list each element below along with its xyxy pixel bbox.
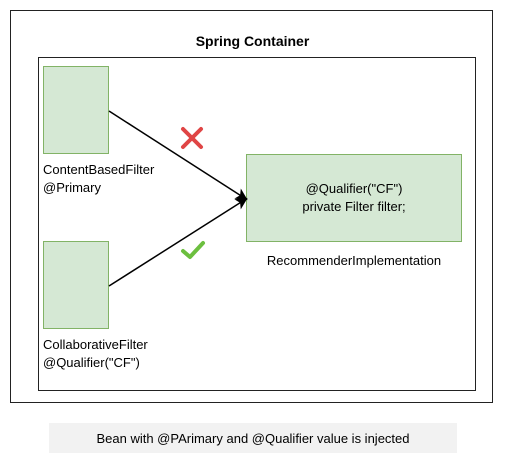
content-based-filter-label: ContentBasedFilter @Primary [43, 161, 154, 197]
diagram-caption: Bean with @PArimary and @Qualifier value… [49, 423, 457, 453]
cross-icon [181, 127, 203, 149]
collaborative-filter-annotation: @Qualifier("CF") [43, 355, 140, 370]
recommender-implementation-box: @Qualifier("CF") private Filter filter; [246, 154, 462, 242]
content-based-filter-box [43, 66, 109, 154]
recommender-implementation-caption: RecommenderImplementation [266, 253, 442, 268]
collaborative-filter-label: CollaborativeFilter @Qualifier("CF") [43, 336, 148, 372]
content-based-filter-annotation: @Primary [43, 180, 101, 195]
collaborative-filter-name: CollaborativeFilter [43, 337, 148, 352]
check-icon [181, 241, 205, 259]
arrow-from-collaborative-filter [108, 197, 248, 287]
collaborative-filter-box [43, 241, 109, 329]
target-field-line: private Filter filter; [302, 199, 406, 214]
arrow-from-content-based-filter [108, 110, 248, 201]
spring-container-frame [38, 57, 476, 391]
container-title: Spring Container [195, 33, 310, 49]
target-qualifier-line: @Qualifier("CF") [305, 181, 403, 196]
content-based-filter-name: ContentBasedFilter [43, 162, 155, 177]
